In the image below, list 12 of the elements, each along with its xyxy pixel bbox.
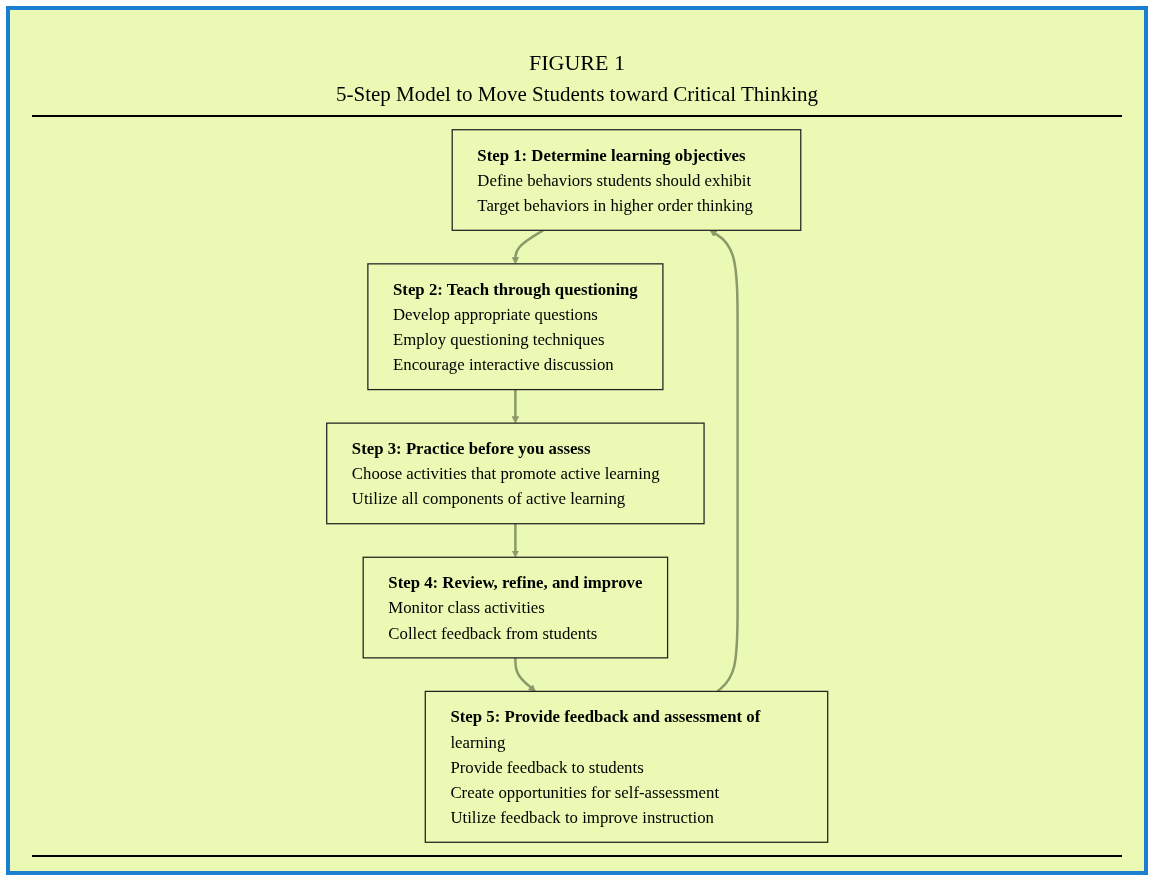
node-box: Step 4: Review, refine, and improve Monitor class activities Collect feedback from students — [362, 556, 668, 659]
figure-title: FIGURE 1 — [529, 50, 625, 76]
figure-subtitle: 5-Step Model to Move Students toward Critical Thinking — [336, 82, 818, 107]
node-box: Step 1: Determine learning objectives Define behaviors students should exhibit Target behaviors in higher order thinking — [451, 129, 802, 231]
node-box: Step 5: Provide feedback and assessment of learning Provide feedback to students Create opportunities for self-assessment Utilize feedback to improve instruction — [424, 690, 829, 843]
arrow — [513, 657, 536, 692]
arrow — [511, 523, 519, 558]
arrow — [511, 229, 544, 265]
node-box: Step 3: Practice before you assess Choose activities that promote active learning Utilize all components of active learning — [325, 422, 705, 525]
node-box: Step 2: Teach through questioning Develop appropriate questions Employ questioning techniques Encourage interactive discussion — [367, 263, 664, 391]
arrow — [709, 230, 739, 693]
arrow — [511, 389, 519, 424]
